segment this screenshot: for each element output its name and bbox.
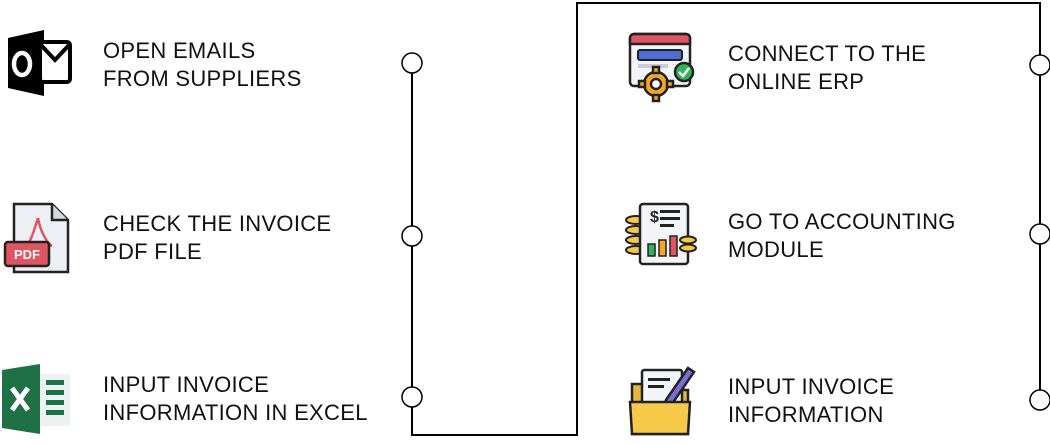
node-right-2 — [1029, 223, 1050, 245]
step-check-invoice-label: CHECK THE INVOICE PDF FILE — [103, 210, 331, 266]
label-line: INPUT INVOICE — [728, 374, 895, 399]
pdf-file-icon: PDF — [3, 202, 70, 274]
label-line: FROM SUPPLIERS — [103, 66, 302, 91]
step-open-emails-label: OPEN EMAILS FROM SUPPLIERS — [103, 37, 302, 93]
excel-icon — [2, 364, 70, 434]
label-line: INFORMATION — [728, 402, 884, 427]
label-line: MODULE — [728, 237, 824, 262]
node-left-1 — [401, 52, 423, 74]
node-left-2 — [401, 225, 423, 247]
node-left-3 — [401, 386, 423, 408]
step-input-info-label: INPUT INVOICE INFORMATION — [728, 373, 894, 429]
label-line: PDF FILE — [103, 239, 202, 264]
label-line: CONNECT TO THE — [728, 41, 927, 66]
label-line: ONLINE ERP — [728, 69, 865, 94]
node-right-3 — [1029, 389, 1050, 411]
erp-browser-gear-icon — [628, 32, 695, 103]
step-connect-erp-label: CONNECT TO THE ONLINE ERP — [728, 40, 926, 96]
dollar-symbol: $ — [650, 209, 659, 226]
label-line: GO TO ACCOUNTING — [728, 209, 956, 234]
node-right-1 — [1029, 54, 1050, 76]
step-accounting-module-label: GO TO ACCOUNTING MODULE — [728, 208, 956, 264]
pdf-badge: PDF — [14, 247, 40, 262]
step-input-excel-label: INPUT INVOICE INFORMATION IN EXCEL — [103, 371, 368, 427]
label-line: OPEN EMAILS — [103, 38, 256, 63]
accounting-report-icon: $ — [625, 202, 697, 266]
label-line: INPUT INVOICE — [103, 372, 270, 397]
folder-edit-icon — [628, 366, 696, 436]
outlook-icon — [8, 30, 72, 96]
label-line: INFORMATION IN EXCEL — [103, 400, 368, 425]
label-line: CHECK THE INVOICE — [103, 211, 332, 236]
